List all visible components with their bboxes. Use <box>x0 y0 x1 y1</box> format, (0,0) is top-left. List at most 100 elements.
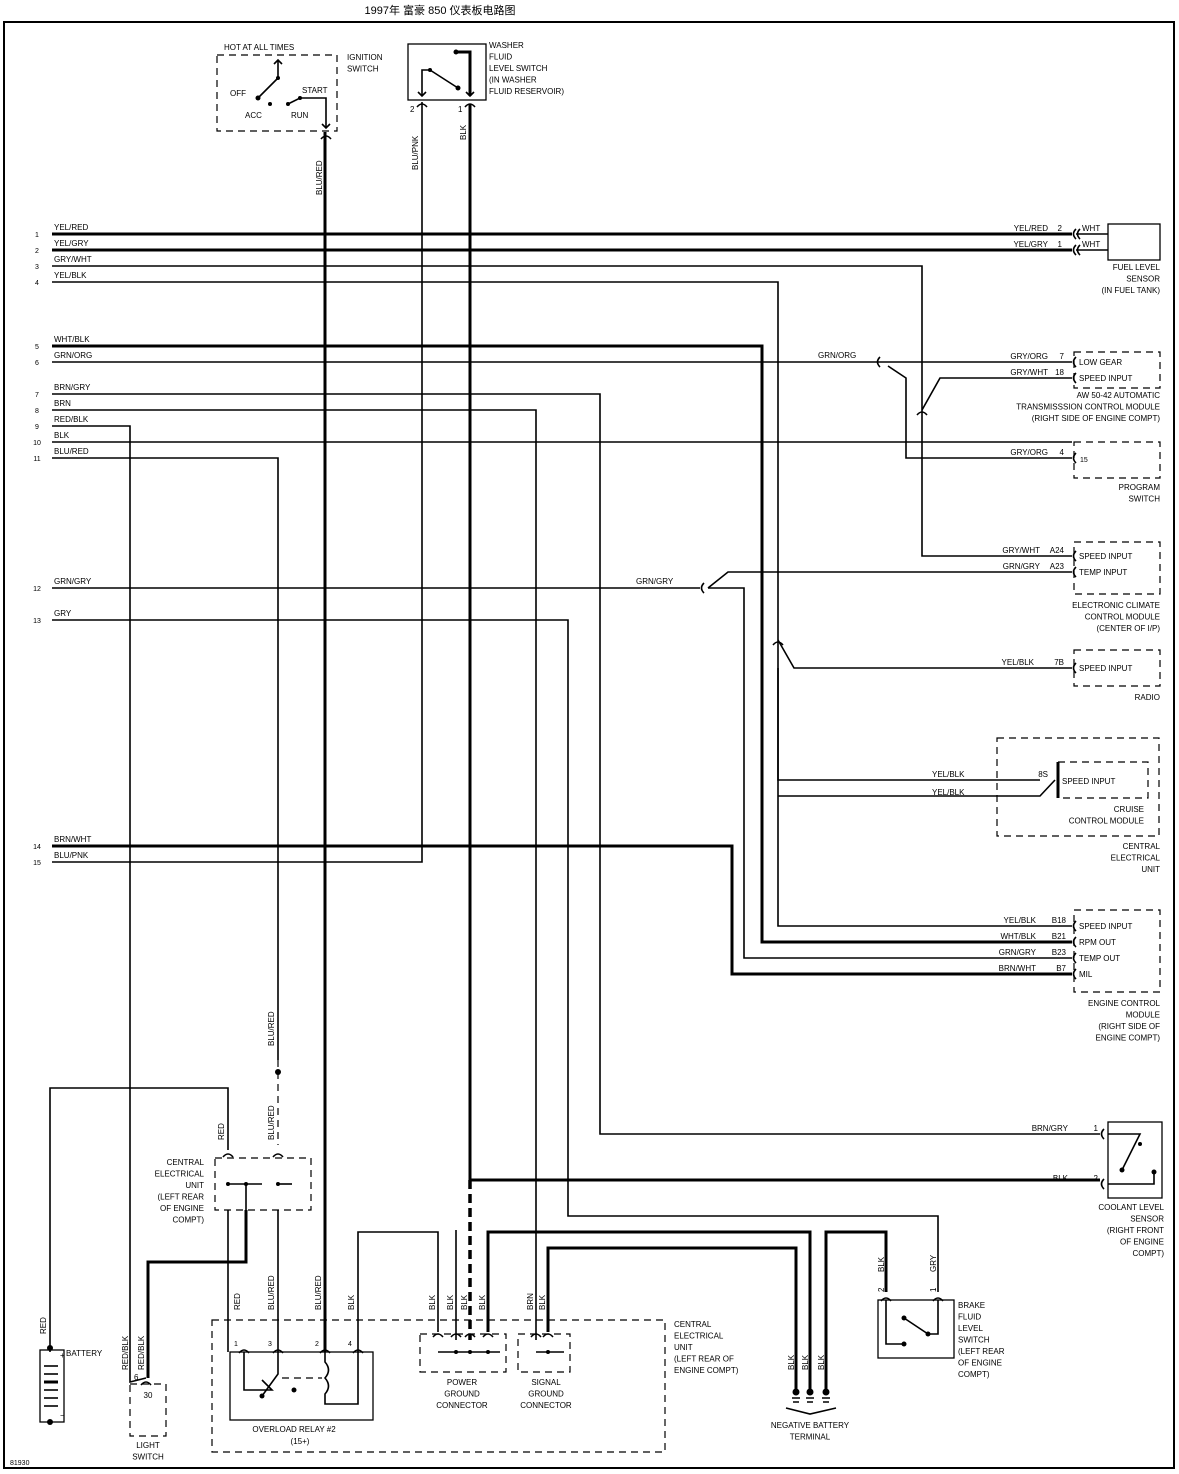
wire-color-label: BLK <box>428 1294 437 1310</box>
junction-dot <box>268 102 272 106</box>
signal-ground-box <box>517 1333 571 1373</box>
pin-number: 4 <box>348 1341 352 1348</box>
wire-color-label: GRY/WHT <box>54 255 92 264</box>
washer-switch-label: FLUID <box>489 53 512 62</box>
brace <box>785 1407 837 1415</box>
pin-number: 13 <box>33 618 41 625</box>
tcm-box <box>1073 351 1161 389</box>
wire-brn-wht <box>52 844 1072 976</box>
junction-dot <box>259 1393 265 1399</box>
wire-color-label: BRN/WHT <box>54 835 91 844</box>
relay-sublabel: (15+) <box>291 1437 310 1446</box>
connector <box>876 356 881 368</box>
wire-color-label: RED <box>39 1317 48 1334</box>
connector <box>432 1333 444 1338</box>
connector <box>272 1153 284 1158</box>
wire-color-label: WHT/BLK <box>54 335 90 344</box>
pin-number: 1 <box>458 105 463 114</box>
pin-number: 12 <box>33 586 41 593</box>
light-switch-label: SWITCH <box>132 1453 164 1462</box>
hot-at-all-times-label: HOT AT ALL TIMES <box>224 43 294 52</box>
ignition-switch-label: SWITCH <box>347 65 379 74</box>
signal-ground-label: GROUND <box>528 1390 564 1399</box>
arrow-icon <box>465 91 475 98</box>
wire-color-label: WHT/BLK <box>1000 932 1036 941</box>
ceu-left-label: (LEFT REAR <box>157 1193 204 1202</box>
connector <box>1100 1178 1105 1190</box>
junction-dot <box>453 49 459 55</box>
wire-color-label: GRY/ORG <box>1010 448 1048 457</box>
pin-number: 1 <box>1058 240 1063 249</box>
wire-color-label: YEL/BLK <box>932 770 965 779</box>
connector <box>916 411 928 416</box>
ceu-bottom-label: (LEFT REAR OF <box>674 1355 734 1364</box>
coolant-sensor-label: (RIGHT FRONT <box>1107 1226 1164 1235</box>
relay-contact <box>243 1352 274 1391</box>
wire-color-label: YEL/GRY <box>1013 240 1048 249</box>
pin-number: 10 <box>33 440 41 447</box>
connector <box>1072 920 1077 932</box>
ecc-label: ELECTRONIC CLIMATE <box>1072 601 1160 610</box>
wire-blk-pg4 <box>486 1230 812 1392</box>
ceu-bottom-label: ENGINE COMPT) <box>674 1366 739 1375</box>
connector <box>1072 550 1077 562</box>
ceu-left-box <box>214 1157 312 1211</box>
off-label: OFF <box>230 89 246 98</box>
brake-switch-label: FLUID <box>958 1313 981 1322</box>
coolant-sensor-box <box>1107 1121 1163 1199</box>
wire-yel-blk-radio <box>777 639 1072 669</box>
ceu-left-label: OF ENGINE <box>160 1204 204 1213</box>
negative-terminal-label: TERMINAL <box>790 1433 831 1442</box>
wire-blk-sg <box>546 1246 798 1392</box>
ignition-start <box>287 97 327 128</box>
wire-color-label: GRN/GRY <box>1003 562 1041 571</box>
connector <box>1072 662 1077 674</box>
wire-color-label: GRY <box>54 609 72 618</box>
connector <box>272 1349 284 1354</box>
wire-color-label: GRN/ORG <box>818 351 856 360</box>
junction-dot <box>276 76 280 80</box>
module-input-label: 30 <box>144 1391 153 1400</box>
wire-color-label: YEL/RED <box>54 223 88 232</box>
module-input-label: SPEED INPUT <box>1079 922 1132 931</box>
pin-number: B23 <box>1052 948 1067 957</box>
connector <box>464 103 476 108</box>
connector <box>932 1297 944 1302</box>
pin-number: 2 <box>35 248 39 255</box>
wire-color-label: BRN <box>54 399 71 408</box>
ground-icon <box>822 1397 830 1403</box>
ceu-bottom-box <box>211 1319 666 1453</box>
coolant-sensor-label: COOLANT LEVEL <box>1098 1203 1164 1212</box>
ceu-bottom-label: CENTRAL <box>674 1320 712 1329</box>
pin-number: 4 <box>35 280 39 287</box>
washer-lever <box>421 69 459 96</box>
ecm-label: ENGINE CONTROL <box>1088 999 1161 1008</box>
tcm-label: TRANSMISSSION CONTROL MODULE <box>1016 403 1160 412</box>
ignition-switch-box <box>216 54 338 132</box>
ceu-label: ELECTRICAL <box>1111 854 1161 863</box>
acc-label: ACC <box>245 111 262 120</box>
ignition-switch-label: IGNITION <box>347 53 383 62</box>
ecm-label: ENGINE COMPT) <box>1096 1034 1161 1043</box>
program-switch-label: SWITCH <box>1128 495 1160 504</box>
connector <box>1072 452 1077 464</box>
brake-switch-label: OF ENGINE <box>958 1359 1002 1368</box>
pin-number: 6 <box>35 360 39 367</box>
ceu-label: UNIT <box>1141 865 1160 874</box>
connector <box>464 1333 476 1338</box>
wire-color-label: RED/BLK <box>121 1335 130 1370</box>
labels-layer: 1YEL/RED2YEL/GRY3GRY/WHT4YEL/BLK5WHT/BLK… <box>10 41 1165 1467</box>
junction-dot <box>486 1350 490 1354</box>
signal-ground-label: CONNECTOR <box>520 1401 572 1410</box>
ground-icon <box>792 1397 800 1403</box>
negative-terminal-label: NEGATIVE BATTERY <box>771 1421 850 1430</box>
fuel-sensor-label: SENSOR <box>1126 275 1160 284</box>
pin-number: 1 <box>929 1287 938 1292</box>
connector <box>482 1333 494 1338</box>
module-input-label: TEMP OUT <box>1079 954 1120 963</box>
radio-box <box>1073 649 1161 687</box>
pin-number: 1 <box>234 1341 238 1348</box>
wire-color-label: RED/BLK <box>137 1335 146 1370</box>
start-label: START <box>302 86 328 95</box>
